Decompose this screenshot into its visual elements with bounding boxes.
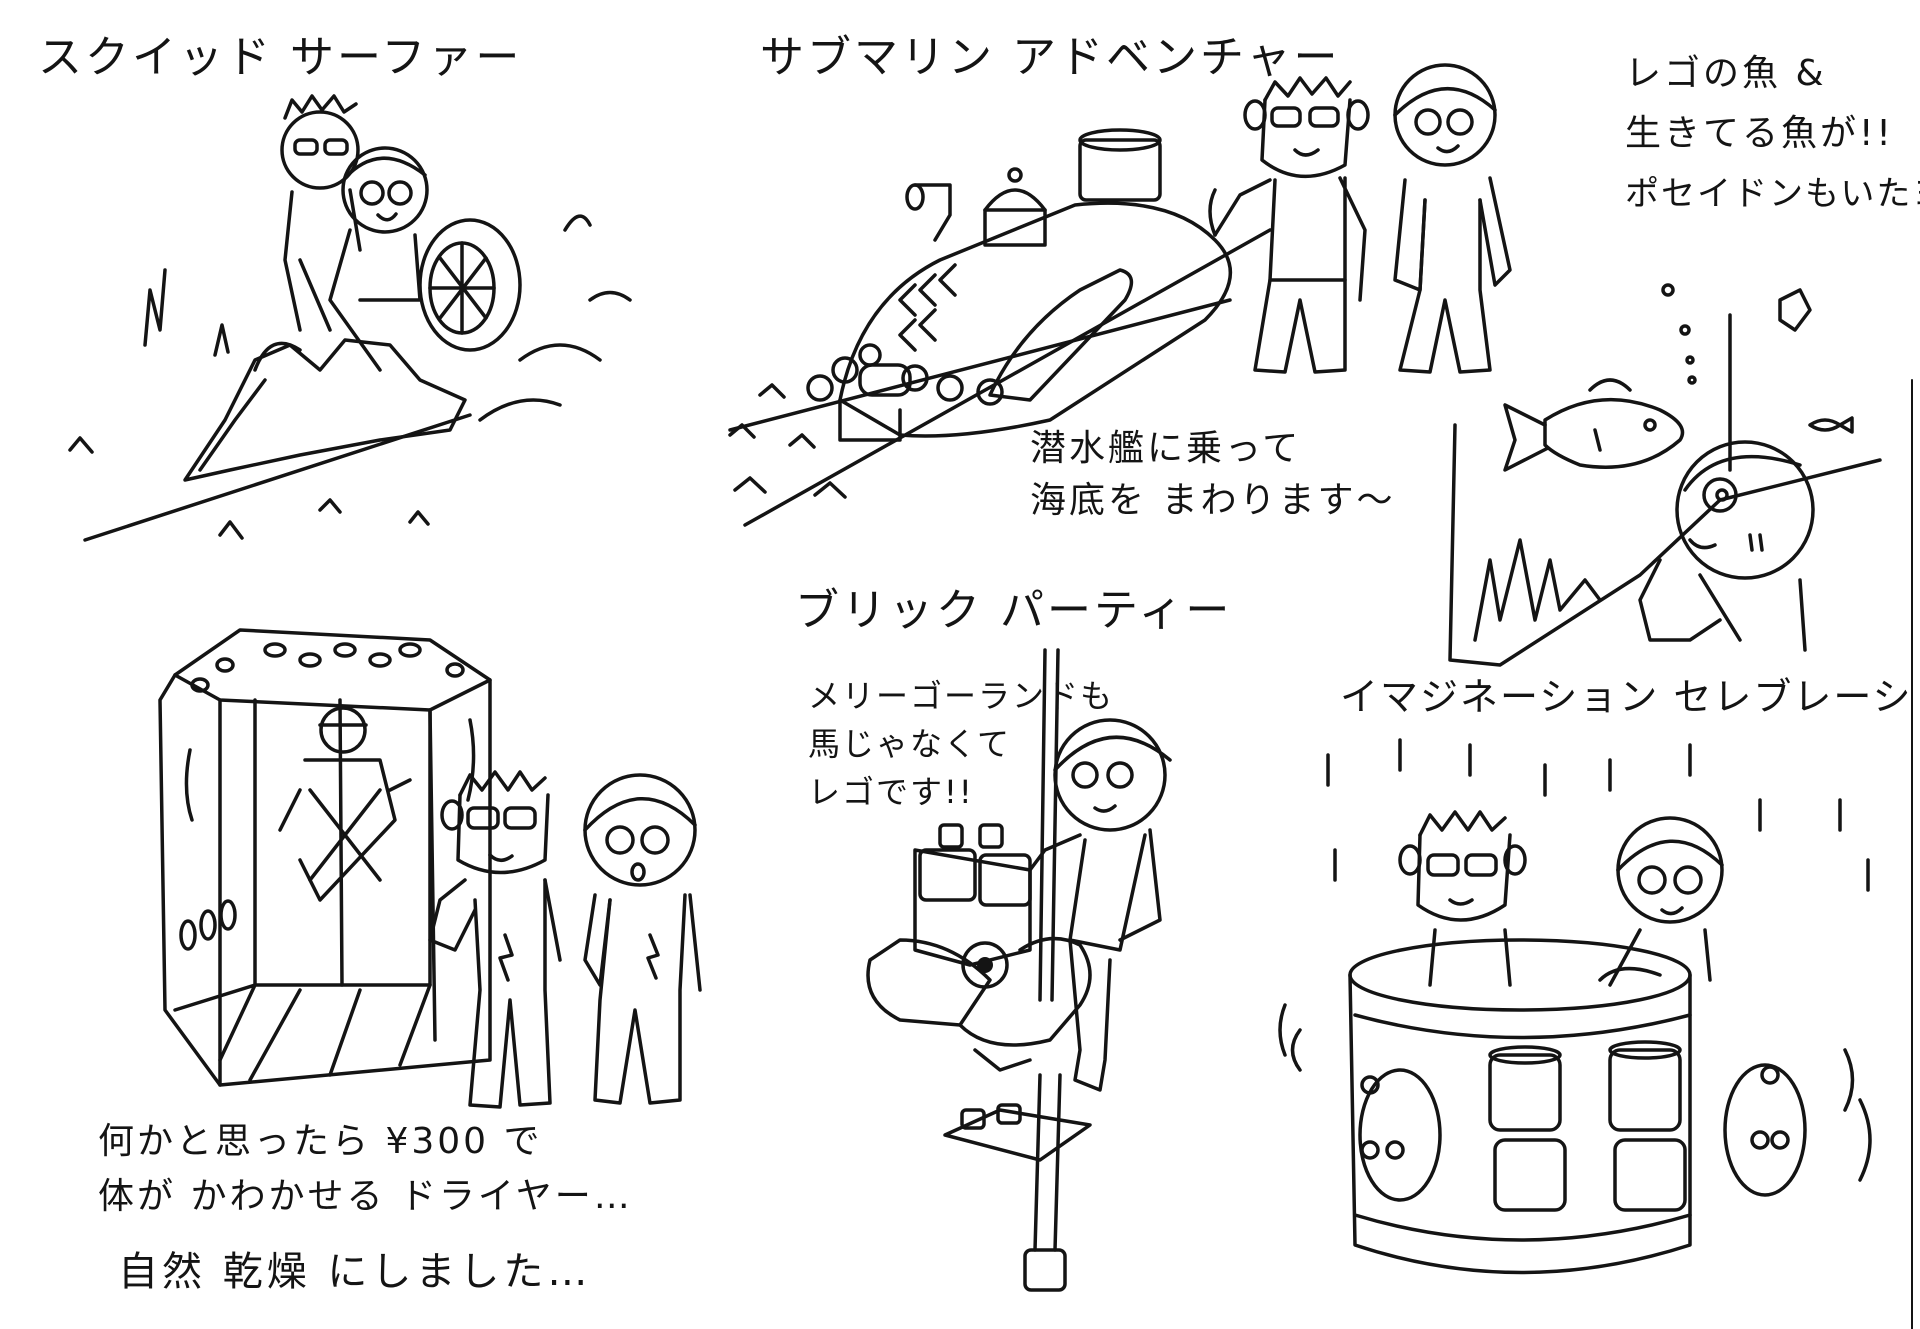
imagination-celebration-title-text: イマジネーション セレブレーション [1340, 675, 1920, 719]
svg-text:イマジネーション セレブレーション: イマジネーション セレブレーション [1340, 675, 1920, 719]
svg-text:自然 乾燥 にしました…: 自然 乾燥 にしました… [118, 1249, 591, 1295]
brick-party-drawing [866, 648, 1172, 1292]
imagination-celebration-drawing [1278, 738, 1872, 1275]
svg-text:潜水艦に乗って: 潜水艦に乗って [1030, 428, 1301, 469]
submarine-adventure-text: サブマリン アドベンチャー 潜水艦に乗って 海底を まわります〜 [760, 32, 1395, 521]
dryer-booth-drawing [158, 628, 702, 1109]
dryer-note-text: 何かと思ったら ¥300 で 体が かわかせる ドライヤー… 自然 乾燥 にしま… [98, 1121, 633, 1295]
svg-text:体が かわかせる ドライヤー…: 体が かわかせる ドライヤー… [98, 1176, 633, 1217]
aquarium-note-text: レゴの魚 & 生きてる魚が!! ポセイドンもいたヨ [1625, 53, 1920, 214]
squid-surfer-title-text: スクイッド サーファー [38, 32, 522, 83]
svg-text:レゴです!!: レゴです!! [808, 773, 974, 811]
svg-text:スクイッド サーファー: スクイッド サーファー [38, 32, 522, 83]
svg-text:サブマリン アドベンチャー: サブマリン アドベンチャー [760, 32, 1341, 83]
svg-text:海底を まわります〜: 海底を まわります〜 [1030, 480, 1395, 521]
svg-text:生きてる魚が!!: 生きてる魚が!! [1625, 113, 1894, 154]
brick-party-text: ブリック パーティー メリーゴーランドも 馬じゃなくて レゴです!! [795, 585, 1232, 811]
svg-text:ポセイドンもいたヨ: ポセイドンもいたヨ [1625, 174, 1920, 214]
squid-surfer-drawing [68, 94, 632, 542]
aquarium-drawing [1448, 283, 1882, 667]
svg-text:何かと思ったら ¥300 で: 何かと思ったら ¥300 で [98, 1121, 543, 1162]
svg-text:馬じゃなくて: 馬じゃなくて [808, 725, 1011, 763]
svg-text:ブリック パーティー: ブリック パーティー [795, 585, 1232, 636]
svg-text:レゴの魚 &: レゴの魚 & [1625, 53, 1827, 94]
submarine-adventure-drawing [728, 63, 1512, 527]
svg-text:メリーゴーランドも: メリーゴーランドも [808, 677, 1114, 715]
